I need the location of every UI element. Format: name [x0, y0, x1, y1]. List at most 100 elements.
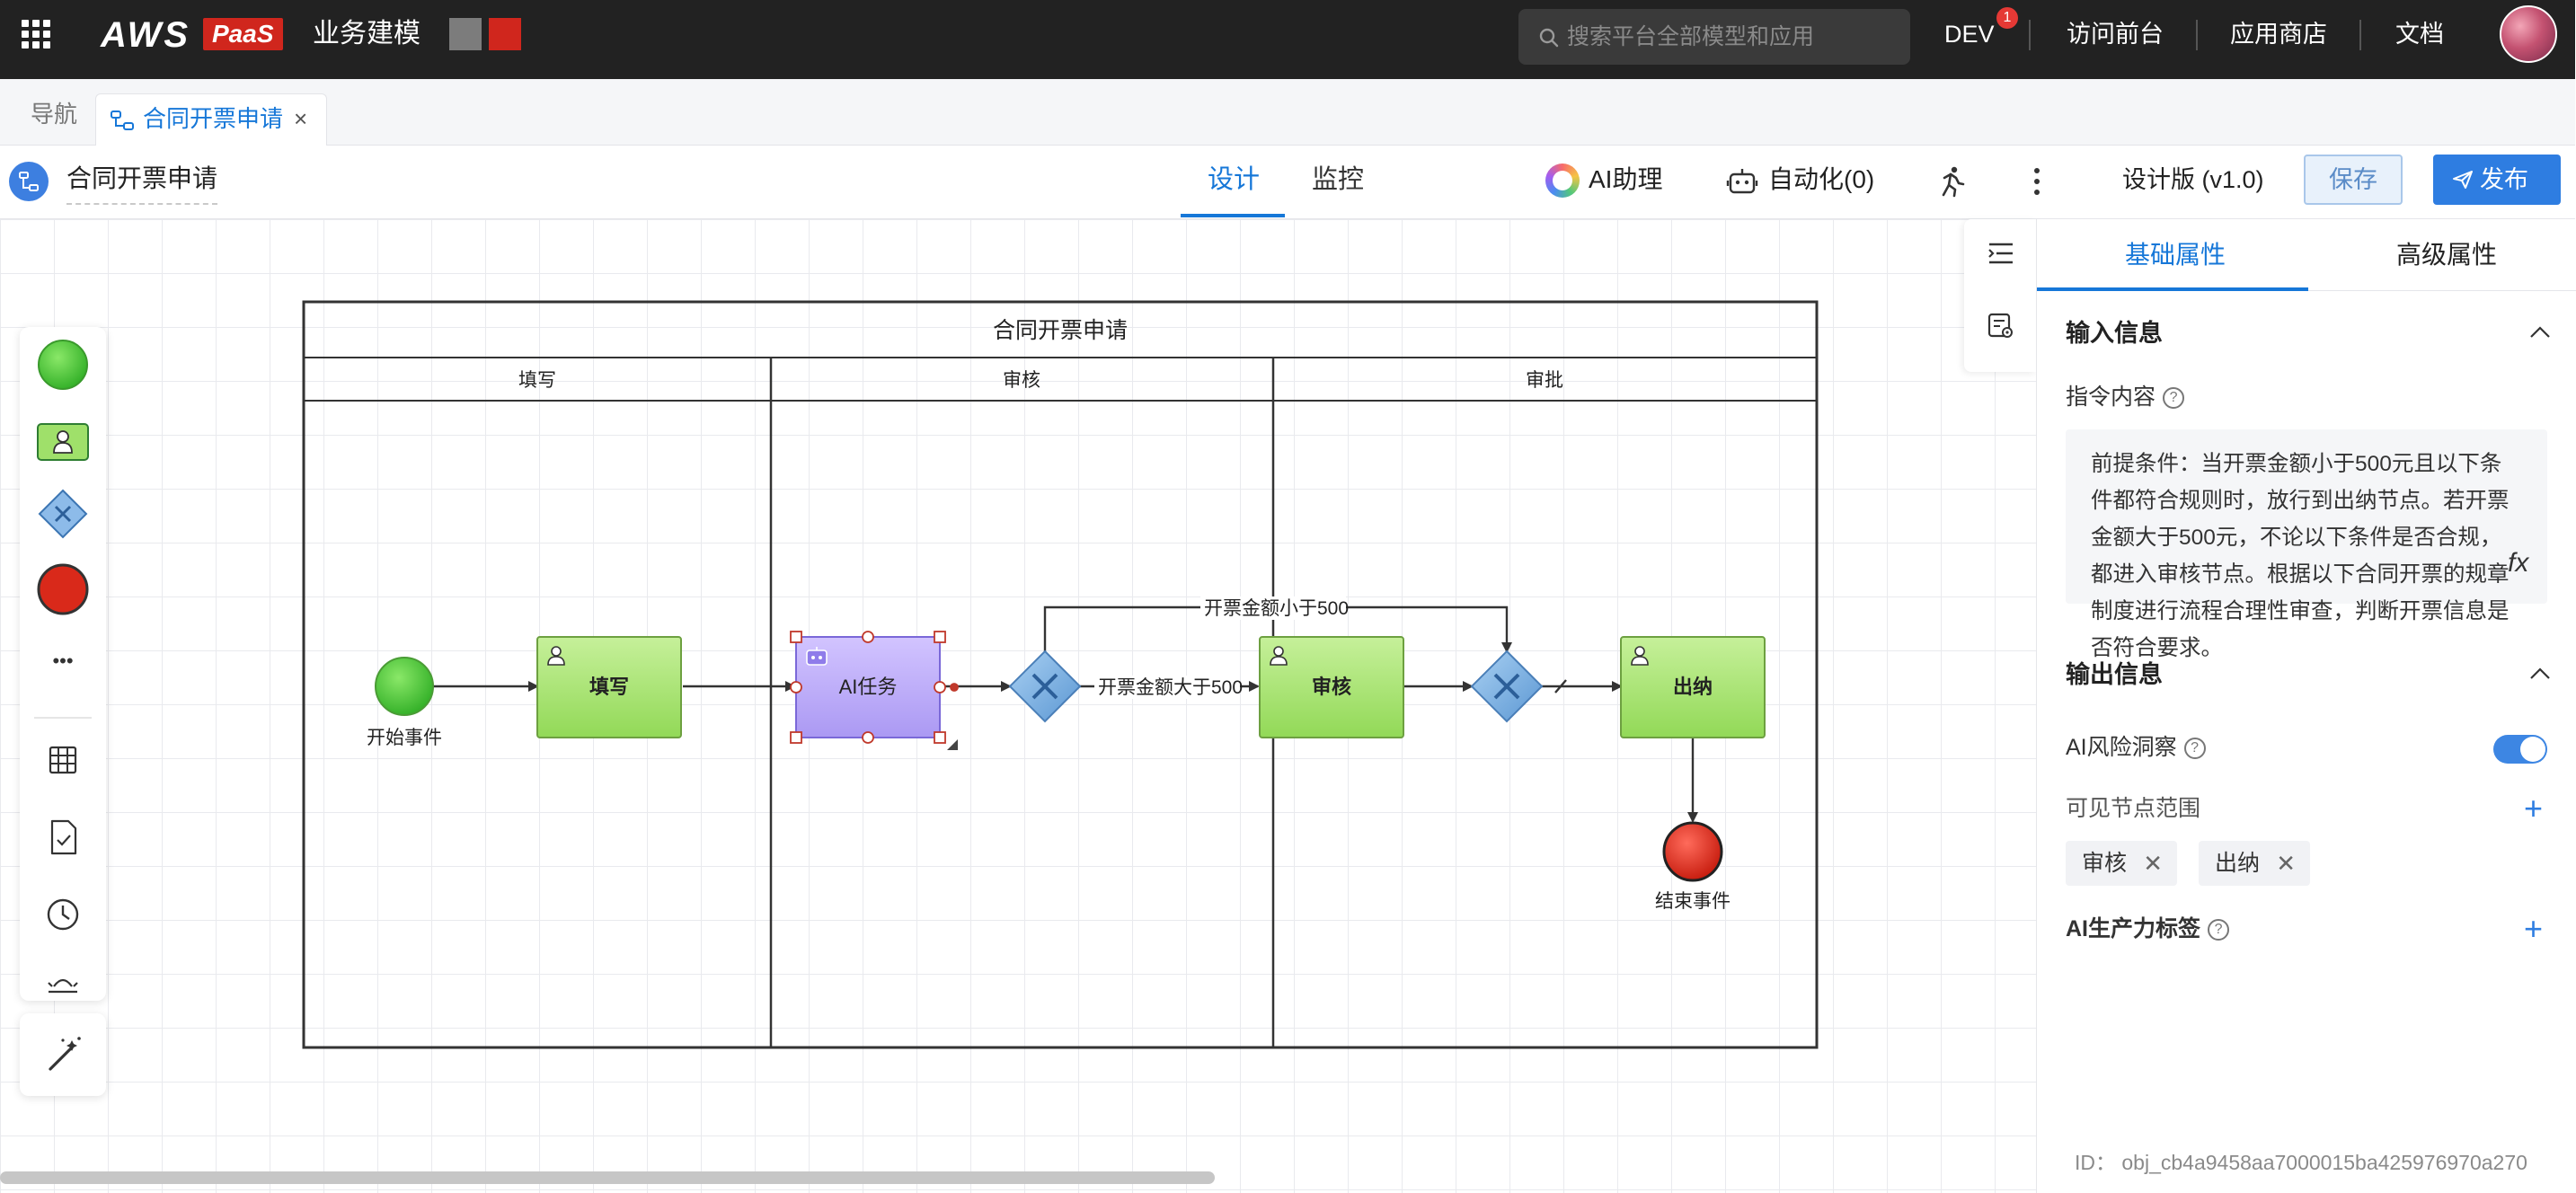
tab-basic-properties[interactable]: 基础属性 — [2125, 241, 2226, 269]
user-task-cashier[interactable]: 出纳 — [1620, 636, 1766, 738]
designer-toolbar: 合同开票申请 设计 监控 AI助理 自动化(0) 设计版 (v1.0) 保存 发… — [0, 146, 2575, 219]
simulate-run-icon[interactable] — [1937, 165, 1966, 198]
user-task-icon — [1270, 646, 1288, 666]
resize-handle-icon[interactable] — [947, 739, 958, 750]
prompt-content-field[interactable]: 前提条件：当开票金额小于500元且以下条件都符合规则时，放行到出纳节点。若开票金… — [2066, 429, 2547, 660]
process-type-icon — [9, 162, 49, 201]
user-task-review-label: 审核 — [1312, 676, 1351, 698]
ai-tags-label: AI生产力标签 — [2066, 916, 2201, 941]
form-settings-icon[interactable] — [1987, 313, 2014, 340]
red-square-icon — [489, 18, 521, 50]
input-section-title[interactable]: 输入信息 — [2066, 320, 2163, 347]
publish-label: 发布 — [2480, 166, 2528, 193]
chevron-up-icon[interactable] — [2529, 667, 2551, 681]
user-task-fill[interactable]: 填写 — [536, 636, 682, 738]
diagram-canvas[interactable]: 合同开票申请 填写 审核 审批 开票金额大于500 开票金额小于500 开始 — [0, 219, 2036, 1193]
tab-monitor[interactable]: 监控 — [1312, 165, 1365, 194]
search-input[interactable]: 搜索平台全部模型和应用 — [1518, 9, 1910, 65]
search-placeholder: 搜索平台全部模型和应用 — [1567, 24, 1815, 49]
horizontal-scrollbar[interactable] — [0, 1171, 1215, 1184]
process-diagram: 合同开票申请 填写 审核 审批 开票金额大于500 开票金额小于500 开始 — [302, 300, 1819, 1049]
edge-label-lt500[interactable]: 开票金额小于500 — [1204, 598, 1349, 619]
tab-label: 合同开票申请 — [143, 105, 284, 132]
user-task-cashier-label: 出纳 — [1673, 676, 1713, 698]
palette-start-event[interactable] — [20, 327, 106, 399]
robot-icon[interactable] — [1726, 167, 1758, 196]
palette-gateway[interactable] — [20, 476, 106, 548]
version-selector[interactable]: 设计版 (v1.0) — [2122, 166, 2264, 193]
user-task-fill-label: 填写 — [589, 676, 629, 698]
output-section-title[interactable]: 输出信息 — [2066, 661, 2163, 688]
scope-chip: 出纳 ✕ — [2199, 841, 2310, 886]
process-icon — [111, 110, 134, 130]
app-store-link[interactable]: 应用商店 — [2230, 21, 2327, 48]
lane-label-approve: 审批 — [1526, 370, 1563, 391]
palette-more-icon[interactable]: ••• — [52, 650, 74, 672]
lane-label-review: 审核 — [1003, 370, 1040, 391]
user-task-icon — [1631, 646, 1649, 666]
tab-advanced-properties[interactable]: 高级属性 — [2396, 241, 2498, 269]
ai-task-label: AI任务 — [839, 676, 898, 698]
app-title[interactable]: 业务建模 — [313, 19, 420, 49]
tab-design[interactable]: 设计 — [1208, 165, 1261, 194]
palette-bug-icon[interactable] — [20, 950, 106, 1022]
app-grid-icon[interactable] — [22, 20, 50, 49]
publish-button[interactable]: 发布 — [2433, 155, 2561, 205]
remove-chip-icon[interactable]: ✕ — [2276, 850, 2296, 877]
start-event-node[interactable]: 开始事件 — [367, 657, 442, 748]
top-navigation-bar: AWS PaaS 业务建模 搜索平台全部模型和应用 DEV 1 访问前台 应用商… — [0, 0, 2575, 79]
robot-icon — [806, 647, 828, 666]
palette-end-event[interactable] — [20, 552, 106, 623]
ai-assistant-icon[interactable] — [1545, 163, 1580, 198]
search-icon — [1539, 28, 1559, 48]
remove-chip-icon[interactable]: ✕ — [2143, 850, 2163, 877]
selection-handles[interactable] — [790, 631, 959, 744]
ai-risk-toggle[interactable] — [2493, 735, 2547, 764]
palette-form-check-icon[interactable] — [20, 800, 106, 871]
nav-divider — [2359, 20, 2361, 50]
close-tab-icon[interactable]: × — [294, 105, 308, 132]
prompt-label-row: 指令内容? — [2066, 383, 2185, 411]
process-name-field[interactable]: 合同开票申请 — [66, 163, 218, 205]
aws-logo: AWS — [101, 15, 191, 55]
more-vertical-icon[interactable] — [2032, 167, 2041, 196]
user-avatar[interactable] — [2500, 5, 2557, 63]
exclusive-gateway-2[interactable] — [1470, 650, 1544, 723]
palette-table-icon[interactable] — [20, 722, 106, 794]
fx-expression-button[interactable]: fx — [2508, 548, 2529, 578]
magic-wand-icon — [49, 1037, 81, 1071]
add-scope-icon[interactable]: + — [2524, 790, 2544, 826]
risk-label-row: AI风险洞察? — [2066, 733, 2206, 762]
exclusive-gateway-1[interactable] — [1008, 650, 1082, 723]
properties-list-icon[interactable] — [1987, 241, 2014, 266]
user-task-review[interactable]: 审核 — [1259, 636, 1404, 738]
active-tab-indicator — [1181, 214, 1285, 217]
prompt-label: 指令内容 — [2066, 384, 2156, 410]
tab-contract-invoice[interactable]: 合同开票申请 × — [95, 93, 327, 146]
default-flow-slash — [1554, 679, 1567, 694]
help-icon[interactable]: ? — [2163, 387, 2185, 410]
edge-label-gt500[interactable]: 开票金额大于500 — [1098, 677, 1243, 698]
chevron-up-icon[interactable] — [2529, 325, 2551, 340]
ai-task-node[interactable]: AI任务 — [790, 631, 959, 750]
magic-wand-button[interactable] — [20, 1013, 106, 1096]
active-tab-indicator — [2037, 287, 2308, 291]
visit-frontend-link[interactable]: 访问前台 — [2067, 21, 2164, 48]
prompt-content-text: 前提条件：当开票金额小于500元且以下条件都符合规则时，放行到出纳节点。若开票金… — [2091, 452, 2510, 660]
add-tag-icon[interactable]: + — [2524, 910, 2544, 947]
palette-user-task[interactable] — [20, 402, 106, 474]
ai-assistant-button[interactable]: AI助理 — [1589, 165, 1663, 193]
palette-divider — [34, 717, 92, 719]
help-icon[interactable]: ? — [2208, 919, 2230, 941]
scope-chip: 审核 ✕ — [2066, 841, 2177, 886]
palette-clock-icon[interactable] — [20, 877, 106, 949]
save-button[interactable]: 保存 — [2304, 155, 2403, 205]
automation-button[interactable]: 自动化(0) — [1768, 165, 1875, 193]
dev-environment-link[interactable]: DEV — [1944, 21, 1995, 48]
help-icon[interactable]: ? — [2183, 738, 2206, 760]
nav-divider — [2029, 20, 2031, 50]
docs-link[interactable]: 文档 — [2395, 21, 2444, 48]
end-event-node[interactable]: 结束事件 — [1655, 821, 1731, 912]
tab-navigation[interactable]: 导航 — [31, 101, 78, 128]
scope-chip-label: 审核 — [2082, 851, 2128, 876]
